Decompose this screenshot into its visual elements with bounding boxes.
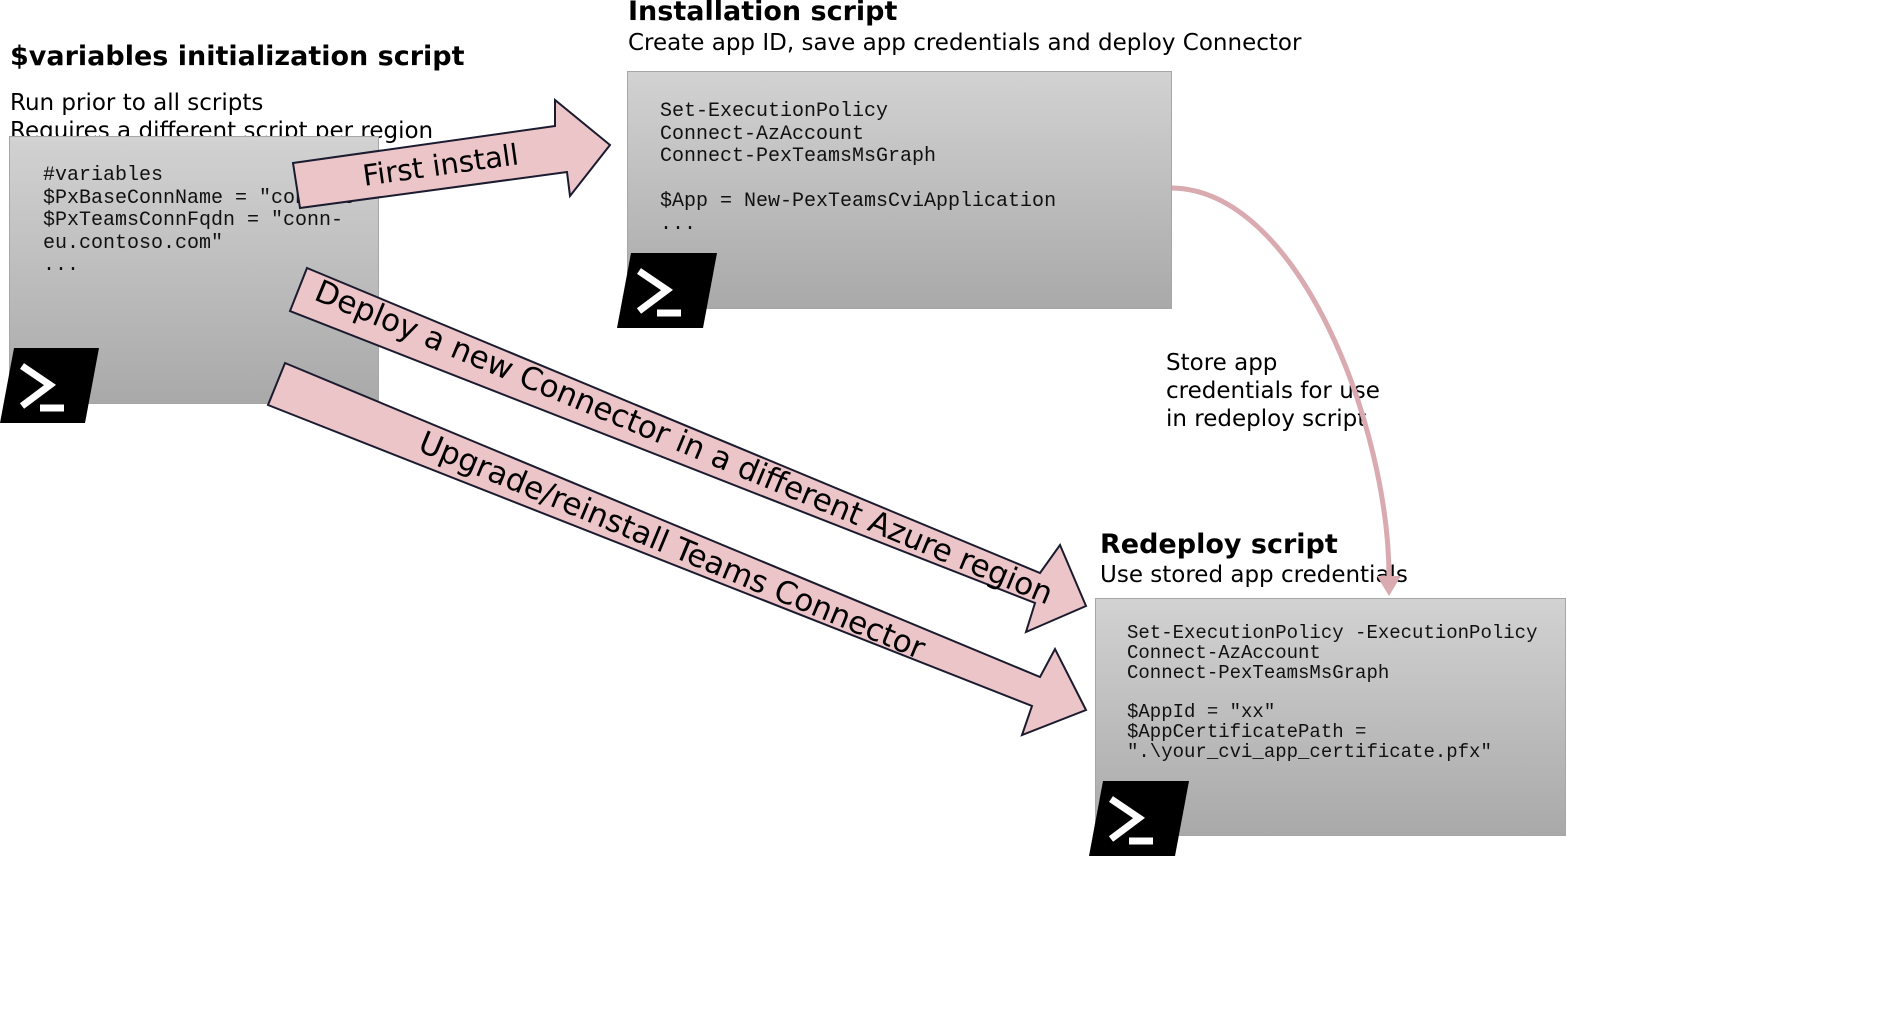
variables-script-subtitle-1: Run prior to all scripts (10, 90, 264, 116)
redeploy-code: Set-ExecutionPolicy -ExecutionPolicy Con… (1127, 622, 1538, 763)
store-credentials-curve (1171, 185, 1392, 581)
redeploy-script-title: Redeploy script (1100, 529, 1338, 560)
upgrade-reinstall-arrow (266, 361, 1088, 737)
variables-code: #variables $PxBaseConnName = "contoso" $… (43, 164, 367, 277)
redeploy-script-subtitle: Use stored app credentials (1100, 562, 1408, 588)
powershell-icon (1089, 781, 1189, 856)
powershell-icon (617, 253, 717, 328)
store-credentials-note-line-3: in redeploy script (1166, 406, 1367, 432)
store-credentials-note-line-1: Store app (1166, 350, 1278, 376)
powershell-icon (0, 348, 99, 423)
variables-script-title: $variables initialization script (10, 41, 465, 72)
install-code: Set-ExecutionPolicy Connect-AzAccount Co… (660, 100, 1057, 236)
deploy-new-connector-arrow (288, 266, 1088, 634)
store-credentials-note-line-2: credentials for use (1166, 378, 1380, 404)
install-script-title: Installation script (628, 0, 898, 27)
first-install-arrow (291, 97, 612, 210)
install-script-subtitle: Create app ID, save app credentials and … (628, 30, 1302, 56)
store-credentials-curve-arrowhead (1377, 576, 1401, 596)
install-code-box: Set-ExecutionPolicy Connect-AzAccount Co… (627, 71, 1172, 309)
